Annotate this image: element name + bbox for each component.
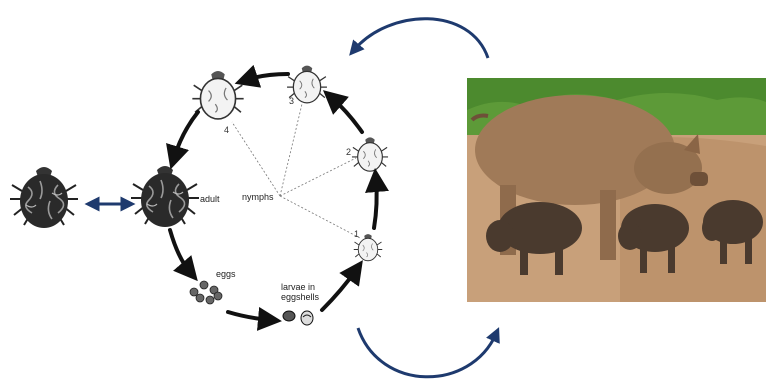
nymph-stage-2 <box>352 137 388 171</box>
adult-tick <box>131 166 199 227</box>
arrow-nymph2-to-nymph3 <box>332 98 362 132</box>
adult-label: adult <box>200 194 220 204</box>
arrow-nymph3-to-nymph4 <box>246 74 288 80</box>
nymph-stage-2-number: 2 <box>346 147 351 157</box>
eggs-cluster <box>190 281 222 304</box>
nymphs-label: nymphs <box>242 192 274 202</box>
arrow-larvae-to-nymph1 <box>322 270 356 310</box>
arrow-adult-to-eggs <box>170 230 190 272</box>
larvae-in-eggshells <box>283 311 313 325</box>
nymph-stage-4-number: 4 <box>224 125 229 135</box>
larvae-label-line1: larvae in <box>281 282 315 292</box>
larvae-label-line2: eggshells <box>281 292 320 302</box>
arrow-nymph1-to-nymph2 <box>374 180 377 228</box>
eggs-label: eggs <box>216 269 236 279</box>
arrow-nymph4-to-adult <box>174 112 198 158</box>
arrow-eggs-to-larvae <box>228 312 270 320</box>
cycle-to-host-arrow <box>358 328 496 377</box>
host-pig-photo <box>467 78 766 302</box>
nymph-pointer-lines <box>232 104 360 238</box>
nymph-stage-4 <box>192 71 243 119</box>
standalone-adult-tick <box>10 167 78 228</box>
host-to-cycle-arrow <box>354 19 488 58</box>
nymph-stage-3-number: 3 <box>289 96 294 106</box>
